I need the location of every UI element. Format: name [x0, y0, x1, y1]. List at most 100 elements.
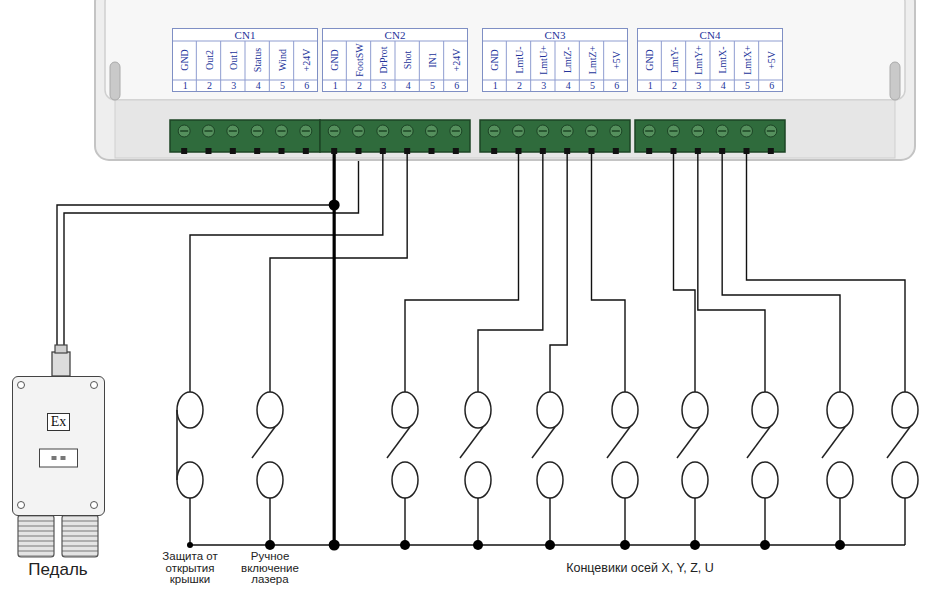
- pin-number: 2: [672, 81, 677, 91]
- junction-dot: [545, 540, 555, 550]
- pin-number: 5: [745, 81, 750, 91]
- terminal-hole: [589, 148, 595, 154]
- junction-dot: [835, 540, 845, 550]
- pin-name: +24V: [302, 49, 312, 72]
- junction-dot: [265, 540, 275, 550]
- junction-dot: [329, 200, 340, 211]
- terminal-hole: [671, 148, 677, 154]
- pin-name: Wind: [278, 49, 288, 71]
- terminal-screw: [227, 125, 239, 137]
- terminal-hole: [516, 148, 522, 154]
- housing-slot: [890, 62, 900, 100]
- terminal-hole: [356, 148, 362, 154]
- connector-block: CN1: [172, 28, 318, 92]
- pin-name: GND: [645, 49, 655, 71]
- wire: [550, 154, 567, 392]
- pedal-caption: Педаль: [13, 561, 103, 578]
- terminal-screw: [353, 125, 365, 137]
- terminal-strip: [170, 120, 785, 154]
- pin-name: DrProt: [379, 46, 389, 73]
- pin-number: 5: [280, 81, 285, 91]
- pin-name: LmtU-: [515, 46, 525, 73]
- terminal-hole: [744, 148, 750, 154]
- wire-group: [57, 154, 905, 545]
- pin-name: FootSW: [355, 43, 365, 76]
- switch-symbol: [177, 392, 203, 545]
- junction-dot: [690, 540, 700, 550]
- connector-block: CN3: [482, 28, 628, 92]
- terminal-screw: [716, 125, 728, 137]
- pin-number: 6: [769, 81, 774, 91]
- junction-dot: [473, 540, 483, 550]
- switch-caption: Защита от открытия крышки: [154, 551, 226, 586]
- wire: [57, 205, 334, 345]
- connector-block: CN2: [322, 28, 468, 92]
- terminal-screw: [377, 125, 389, 137]
- screw-slot: [379, 130, 387, 132]
- terminal-screw: [668, 125, 680, 137]
- pin-name: LmtX-: [718, 46, 728, 73]
- switch-symbol: [532, 392, 563, 545]
- switch-caption: Ручное включение лазера: [234, 551, 306, 586]
- screw-slot: [612, 130, 620, 132]
- terminal-screw: [203, 125, 215, 137]
- screw-slot: [229, 130, 237, 132]
- pin-name: GND: [330, 49, 340, 71]
- switch-symbol: [460, 392, 491, 545]
- screw-slot: [302, 130, 310, 132]
- screw-slot: [253, 130, 261, 132]
- terminal-block: [480, 120, 630, 152]
- screw-slot: [330, 130, 338, 132]
- screw-slot: [645, 130, 653, 132]
- terminal-hole: [181, 148, 187, 154]
- pin-number: 1: [493, 81, 498, 91]
- terminal-hole: [564, 148, 570, 154]
- pin-number: 1: [648, 81, 653, 91]
- terminal-hole: [279, 148, 285, 154]
- terminal-screw: [488, 125, 500, 137]
- pin-number: 3: [231, 81, 236, 91]
- pedal-bellows: [18, 515, 54, 557]
- terminal-screw: [537, 125, 549, 137]
- terminal-hole: [540, 148, 546, 154]
- wire: [478, 154, 543, 392]
- switch-symbol: [822, 392, 853, 545]
- pin-name: +5V: [767, 51, 777, 69]
- connector-name: CN3: [483, 29, 627, 41]
- terminal-screw: [401, 125, 413, 137]
- terminal-hole: [380, 148, 386, 154]
- pedal-details: [13, 377, 102, 513]
- junction-dot: [400, 540, 410, 550]
- terminal-hole: [303, 148, 309, 154]
- connector-block: CN4: [637, 28, 783, 92]
- screw-slot: [694, 130, 702, 132]
- ground-wire: [333, 154, 336, 545]
- pin-number: 2: [207, 81, 212, 91]
- terminal-screw: [643, 125, 655, 137]
- pin-number: 6: [304, 81, 309, 91]
- terminal-screw: [450, 125, 462, 137]
- pin-number: 4: [406, 81, 411, 91]
- wire: [405, 154, 519, 392]
- connector-name: CN1: [173, 29, 317, 41]
- cable-gland-cap: [55, 345, 67, 353]
- ex-marking: Ex: [47, 413, 71, 431]
- terminal-hole: [254, 148, 260, 154]
- wire: [190, 154, 383, 392]
- pin-number: 4: [566, 81, 571, 91]
- switch-symbol: [387, 392, 418, 545]
- connector-name: CN2: [323, 29, 467, 41]
- screw-slot: [180, 130, 188, 132]
- wire: [592, 154, 626, 392]
- pin-number: 2: [357, 81, 362, 91]
- junction-dot: [620, 540, 630, 550]
- terminal-screw: [328, 125, 340, 137]
- pin-name: Shot: [403, 51, 413, 69]
- switch-group: [177, 200, 918, 551]
- pin-name: GND: [180, 49, 190, 71]
- screw-slot: [539, 130, 547, 132]
- terminal-hole: [429, 148, 435, 154]
- screw-slot: [403, 130, 411, 132]
- terminal-screw: [692, 125, 704, 137]
- terminal-block: [320, 120, 470, 152]
